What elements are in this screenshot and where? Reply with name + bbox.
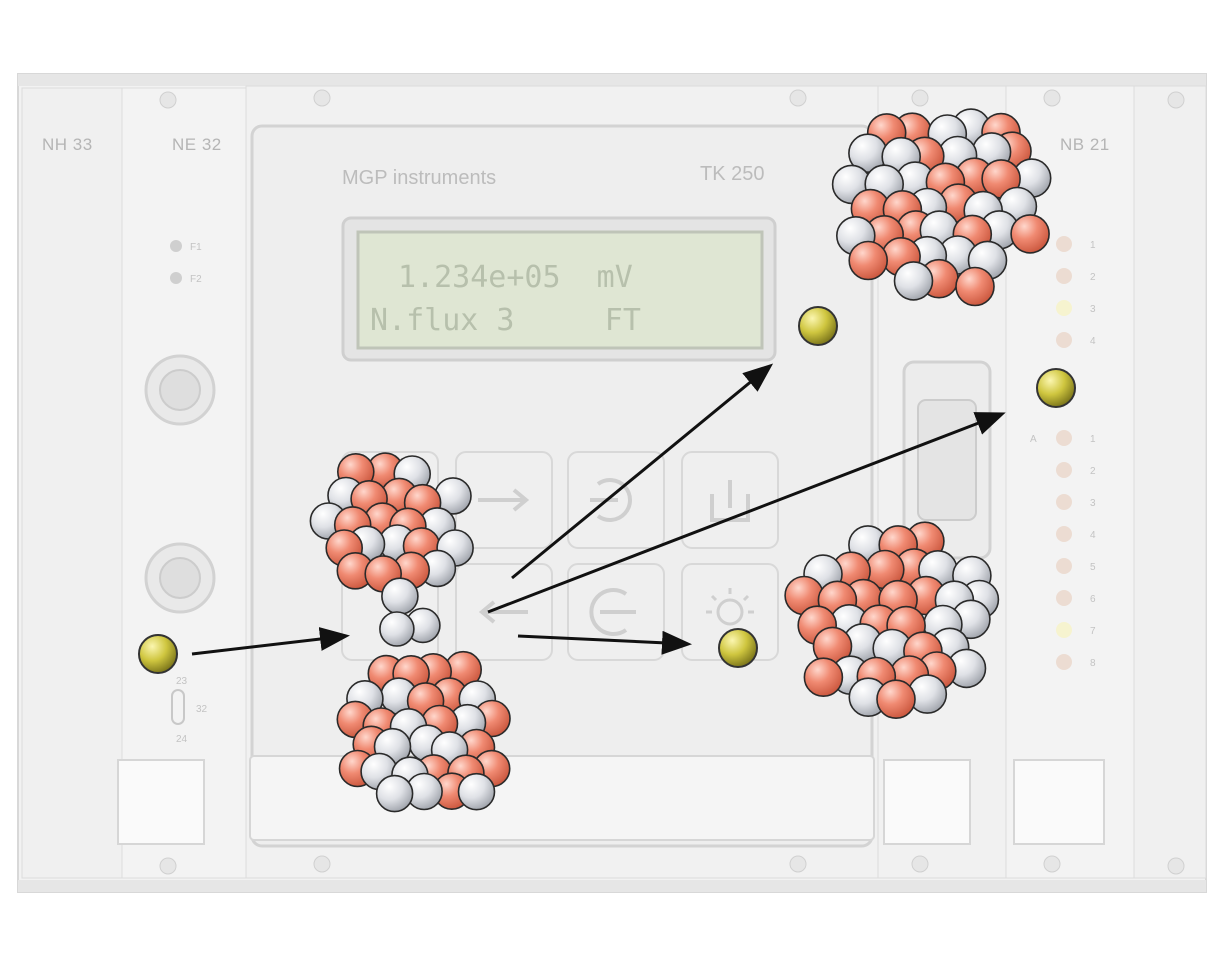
- module-handle-right[interactable]: [1013, 759, 1105, 845]
- led-a-3: [1056, 300, 1072, 316]
- led-b-7: [1056, 622, 1072, 638]
- proton: [803, 657, 844, 698]
- switch-label-32: 32: [196, 704, 208, 715]
- led-a-2: [1056, 268, 1072, 284]
- rotate-icon: [590, 478, 632, 522]
- arrow-incoming: [191, 627, 350, 656]
- emitted-neutron-2: [1036, 368, 1076, 408]
- led-b-5: [1056, 558, 1072, 574]
- proton: [848, 240, 889, 281]
- splitting-nucleus-neck: [379, 607, 441, 647]
- led-b-1: [1056, 430, 1072, 446]
- bnc-connector-bottom[interactable]: [144, 542, 216, 614]
- arrow-to-neutron-1: [511, 363, 774, 580]
- proton: [955, 266, 995, 307]
- arrow-to-neutron-3: [517, 630, 692, 655]
- led-b-label-6: 6: [1090, 594, 1096, 605]
- neutron: [379, 611, 415, 647]
- bnc-connector-top[interactable]: [144, 354, 216, 426]
- fission-fragment-upper: [831, 108, 1052, 307]
- led-a-label-3: 3: [1090, 304, 1096, 315]
- led-b-6: [1056, 590, 1072, 606]
- neutron: [381, 577, 419, 616]
- switch-label-23: 23: [176, 676, 188, 687]
- led-b-label-1: 1: [1090, 434, 1096, 445]
- indicator-label-f1: F1: [190, 242, 202, 253]
- brightness-icon: [706, 588, 754, 626]
- led-b-8: [1056, 654, 1072, 670]
- led-a-label-1: 1: [1090, 240, 1096, 251]
- lcd-line-2: N.flux 3 FT: [370, 303, 641, 338]
- lcd-line-1: 1.234e+05 mV: [398, 260, 633, 295]
- indicator-f2: [170, 272, 182, 284]
- neutron: [457, 772, 496, 811]
- brand-label: MGP instruments: [342, 167, 496, 189]
- splitting-nucleus-upper-lobe: [309, 452, 474, 616]
- exit-icon: [589, 588, 636, 636]
- indicator-f1: [170, 240, 182, 252]
- module-label-nb21: NB 21: [1060, 135, 1110, 154]
- led-group-b: [1056, 430, 1072, 670]
- lcd-screen: [356, 230, 764, 350]
- range-switch[interactable]: [171, 689, 185, 725]
- led-b-label-3: 3: [1090, 498, 1096, 509]
- arrow-right-icon: [478, 488, 530, 512]
- neutron: [375, 774, 414, 813]
- led-b-label-7: 7: [1090, 626, 1096, 637]
- indicator-label-f2: F2: [190, 274, 202, 285]
- module-nh33: [21, 87, 123, 879]
- led-b-label-4: 4: [1090, 530, 1096, 541]
- model-label: TK 250: [700, 163, 764, 185]
- switch-label-24: 24: [176, 734, 188, 745]
- led-a-label-4: 4: [1090, 336, 1096, 347]
- proton: [876, 679, 916, 720]
- led-b-label-5: 5: [1090, 562, 1096, 573]
- splitting-nucleus-lower-lobe: [336, 650, 511, 813]
- led-b-2: [1056, 462, 1072, 478]
- module-nb21: [1005, 85, 1207, 879]
- module-label-ne32: NE 32: [172, 135, 222, 154]
- module-handle-left[interactable]: [117, 759, 205, 845]
- incoming-neutron: [138, 634, 178, 674]
- led-b-4: [1056, 526, 1072, 542]
- module-label-nh33: NH 33: [42, 135, 93, 154]
- led-b-label-8: 8: [1090, 658, 1096, 669]
- led-b-3: [1056, 494, 1072, 510]
- module-handle-center[interactable]: [883, 759, 971, 845]
- led-a-1: [1056, 236, 1072, 252]
- arrow-to-neutron-2: [487, 412, 1006, 614]
- led-b-marker: A: [1030, 434, 1037, 445]
- led-group-a: [1056, 236, 1072, 348]
- neutron: [893, 261, 934, 301]
- module-ne32: [117, 87, 247, 879]
- led-a-4: [1056, 332, 1072, 348]
- fission-fragment-lower: [784, 521, 1000, 720]
- emitted-neutron-1: [798, 306, 838, 346]
- led-b-label-2: 2: [1090, 466, 1096, 477]
- emitted-neutron-3: [718, 628, 758, 668]
- led-a-label-2: 2: [1090, 272, 1096, 283]
- proton: [1010, 214, 1050, 254]
